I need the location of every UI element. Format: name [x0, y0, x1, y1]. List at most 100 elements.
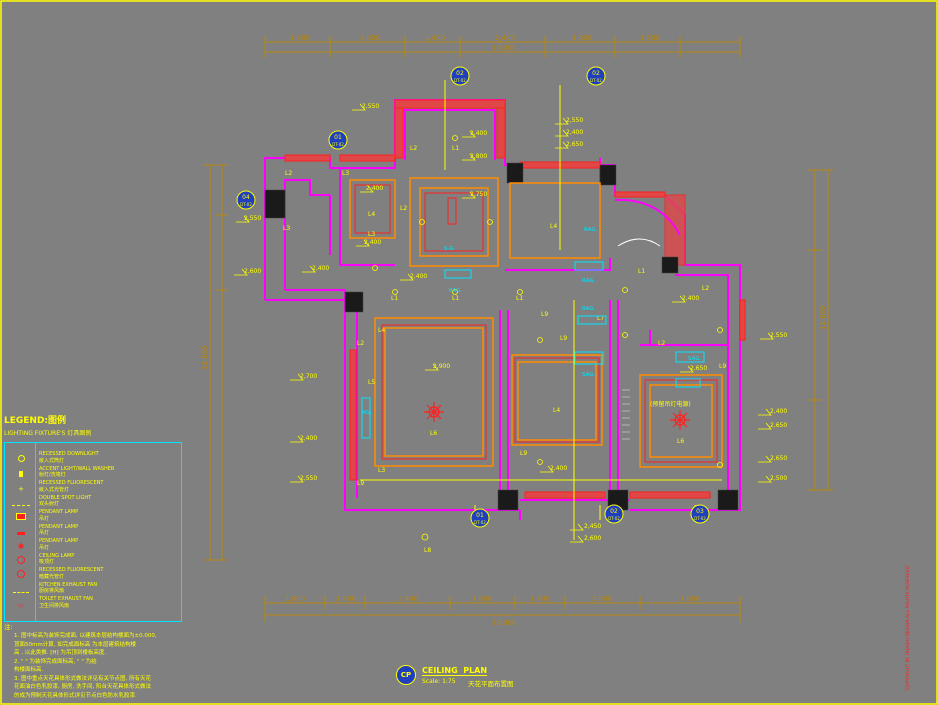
svg-text:L9: L9 — [520, 450, 527, 457]
svg-text:02: 02 — [456, 70, 464, 77]
svg-text:DT-02: DT-02 — [240, 202, 252, 207]
svg-text:2,550: 2,550 — [566, 117, 583, 124]
svg-text:DT-02: DT-02 — [608, 516, 620, 521]
legend-symbol-icon: + — [18, 485, 24, 493]
height-mark: 2,400 — [540, 465, 567, 473]
title-symbol: CP — [396, 665, 416, 685]
legend-symbol-icon — [9, 554, 33, 564]
note-line: 2. " " 为装饰完成面标高, " " 为结 — [14, 658, 97, 665]
legend-label-en: ACCENT LIGHT/WALL WASHER — [39, 465, 115, 472]
height-markers: 2,550 2,400 2,550 2,400 2,650 2,800 2,40… — [234, 103, 787, 543]
legend-label-cn: 吊灯 — [39, 515, 50, 522]
svg-text:L1: L1 — [452, 145, 459, 152]
title-block: CP CEILING PLAN Scale: 1:75 天花平面布置图 — [396, 665, 576, 695]
svg-text:L1: L1 — [638, 268, 645, 275]
legend-symbol-icon — [9, 467, 33, 477]
legend-label-en: RECESSED DOWNLIGHT — [39, 451, 99, 457]
dim-bottom-2: 1,400 — [336, 595, 356, 603]
dim-top-6: 1,600 — [640, 34, 660, 42]
height-mark: 2,750 — [462, 191, 487, 199]
height-mark: 2,450 — [570, 523, 601, 531]
height-mark: 2,550 — [555, 117, 583, 125]
svg-text:L6: L6 — [677, 438, 684, 445]
dim-left-total: 12,600 — [201, 346, 209, 371]
svg-text:L3: L3 — [283, 225, 290, 232]
svg-text:L4: L4 — [368, 211, 375, 218]
svg-text:SAG.: SAG. — [582, 372, 596, 378]
height-mark: 2,400 — [758, 408, 787, 416]
svg-text:DT-02: DT-02 — [590, 78, 602, 83]
dim-top-total: 13,000 — [492, 44, 517, 52]
svg-text:02: 02 — [610, 508, 618, 515]
svg-text:L9: L9 — [541, 311, 548, 318]
copyright-strip: COPYRIGHT BY HUASHI DESIGN ALL RIGHTS RE… — [906, 566, 911, 690]
legend-label-cn: 双头射灯 — [39, 501, 60, 507]
height-mark: 2,400 — [400, 273, 427, 281]
legend-subtitle: LIGHTING FIXTURE'S 灯具图例 — [4, 430, 92, 437]
stair-hatch — [622, 389, 630, 440]
legend-symbol-icon — [9, 452, 33, 462]
note-line: 高 , 以此类推. [H] 为吊顶到楼板高度. — [14, 650, 107, 656]
dim-bottom-6: 2,000 — [592, 595, 612, 603]
svg-text:2,400: 2,400 — [682, 295, 699, 302]
svg-text:2,750: 2,750 — [470, 191, 487, 198]
legend-divider — [35, 443, 36, 621]
svg-text:L4: L4 — [553, 407, 560, 414]
height-mark: 2,550 — [352, 103, 379, 111]
notes-lines: 1. 图中标高为装饰完成面, 以建筑本层结构楼面为±0.000,顶面50mm计算… — [4, 632, 294, 700]
dim-top-5: 1,800 — [572, 34, 592, 42]
svg-text:DT-02: DT-02 — [454, 78, 466, 83]
callout-g: 03 DT-02 — [690, 504, 710, 524]
note-line: 顶面50mm计算, 如完成面标高 为本层建筑结构楼 — [14, 641, 136, 648]
height-mark: 2,400 — [302, 265, 329, 273]
height-mark: 2,700 — [290, 373, 317, 381]
svg-text:2,900: 2,900 — [433, 363, 450, 370]
legend-symbol-icon — [9, 583, 33, 593]
note-line: 构楼面标高. — [14, 667, 44, 673]
svg-text:2,550: 2,550 — [362, 103, 379, 110]
callout-e: 01 DT-02 — [470, 508, 490, 528]
dim-top-2: 2,800 — [360, 34, 380, 42]
notes-title: 注: — [4, 623, 13, 631]
note-line: 3. 图中重点天花具体形式做法详见有关节点图, 所有天花 — [14, 675, 151, 682]
svg-text:L2: L2 — [285, 170, 292, 177]
dim-top-4: 2,400 — [495, 34, 515, 42]
top-dimension-text: 1,800 2,800 1,400 2,400 1,800 1,600 13,0… — [290, 34, 660, 52]
height-mark: 2,400 — [555, 129, 583, 137]
svg-text:DT-02: DT-02 — [332, 142, 344, 147]
svg-text:L4: L4 — [550, 223, 557, 230]
svg-text:03: 03 — [696, 508, 704, 515]
svg-text:2,400: 2,400 — [410, 273, 427, 280]
top-dimension-chain — [264, 36, 741, 58]
legend-label-cn: 吸顶灯 — [39, 559, 55, 565]
dim-bottom-5: 1,400 — [530, 595, 550, 603]
svg-text:L4: L4 — [378, 327, 385, 334]
height-mark: 2,400 — [356, 239, 381, 247]
svg-text:L3: L3 — [368, 231, 375, 238]
height-mark: 2,550 — [236, 215, 261, 223]
notes-block: 注: 1. 图中标高为装饰完成面, 以建筑本层结构楼面为±0.000,顶面50m… — [4, 623, 294, 700]
bottom-dimension-text: 1,800 1,400 2,400 1,800 1,400 2,000 1,60… — [285, 595, 700, 627]
height-mark: 2,800 — [462, 153, 487, 161]
pendant-power-note: (预留吊灯电源) — [650, 400, 691, 408]
left-dimension-chain — [204, 164, 228, 561]
legend-label-cn: 吊灯 — [39, 530, 50, 536]
door-swing — [617, 238, 661, 247]
legend-label-en: PENDANT LAMP — [39, 538, 79, 544]
svg-text:2,800: 2,800 — [470, 153, 487, 160]
lamp-labels: L1 L1 L1 L1 L1 L2 L2 L2 L2 L2 L2 L3 L3 L… — [283, 145, 726, 554]
legend-label-en: RECESSED FLUORESCENT — [39, 480, 104, 486]
svg-text:L9: L9 — [357, 480, 364, 487]
svg-text:SAG.: SAG. — [688, 356, 702, 362]
svg-text:2,450: 2,450 — [584, 523, 601, 530]
curved-window — [614, 198, 681, 236]
legend-label-cn: 嵌入式筒灯 — [39, 457, 65, 464]
svg-text:2,550: 2,550 — [244, 215, 261, 222]
